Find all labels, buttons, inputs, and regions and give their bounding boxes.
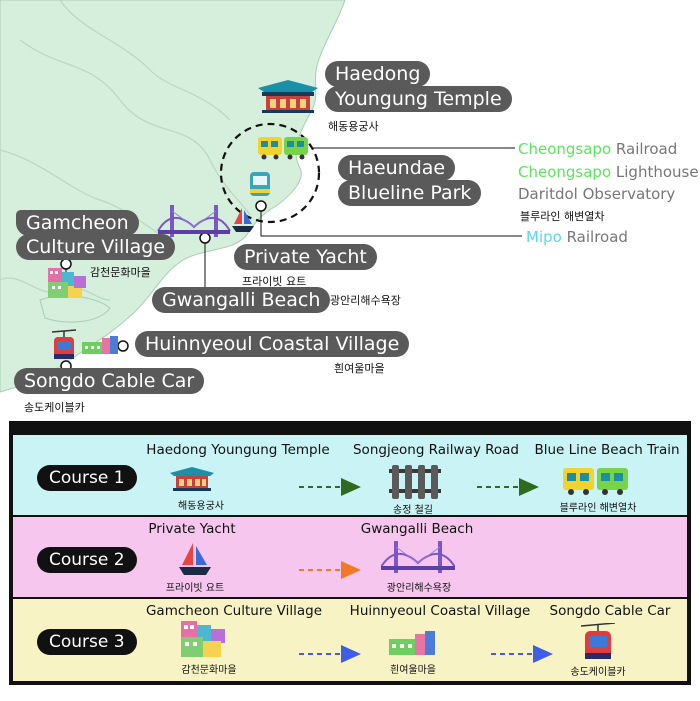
course-3-stop-2-title: Huinnyeoul Coastal Village <box>349 603 531 619</box>
haeundae-label-line1[interactable]: Haeundae <box>338 155 456 181</box>
course-3-arrow-1 <box>299 645 361 663</box>
gamcheon-label-line2[interactable]: Culture Village <box>16 234 176 260</box>
connector-line-mipo <box>260 207 522 237</box>
village-icon <box>181 621 225 657</box>
marker-dot[interactable] <box>117 340 129 352</box>
stop-name: Cheongsapo <box>518 140 612 158</box>
yacht-icon <box>232 208 254 232</box>
course-1-arrow-1 <box>299 478 361 496</box>
yacht-korean: 프라이빗 요트 <box>242 275 307 288</box>
river-line <box>19 39 251 216</box>
marker-dot[interactable] <box>255 200 267 212</box>
train-icon <box>258 137 308 160</box>
stop-type: Railroad <box>615 140 678 158</box>
course-1-row: Course 1 Haedong Youngung Temple 해동용궁사 S… <box>13 435 687 516</box>
course-1-badge[interactable]: Course 1 <box>37 465 137 491</box>
huinnyeoul-korean: 흰여울마을 <box>334 362 385 375</box>
course-2-stop-1-korean: 프라이빗 요트 <box>165 583 225 594</box>
yacht-icon <box>179 543 211 575</box>
haedong-korean: 해동용궁사 <box>328 120 379 133</box>
blueline-stop-3: Daritdol Observatory <box>518 185 675 203</box>
stop-type: Lighthouse <box>615 163 699 181</box>
gwangalli-label[interactable]: Gwangalli Beach <box>152 287 331 313</box>
marker-dot[interactable] <box>60 258 72 270</box>
course-1-stop-1-title: Haedong Youngung Temple <box>146 442 330 458</box>
course-2-arrow-1 <box>299 561 361 579</box>
gamcheon-korean: 감천문화마을 <box>90 266 151 279</box>
cable-car-icon <box>51 329 77 359</box>
coastal-house-icon <box>82 336 118 354</box>
temple-icon <box>258 80 318 113</box>
busan-map <box>0 0 522 393</box>
course-2-stop-1-title: Private Yacht <box>148 521 236 537</box>
mipo-stop: Mipo Railroad <box>526 228 628 246</box>
blueline-stop-1: Cheongsapo Railroad <box>518 140 677 158</box>
course-1-stop-2-korean: 송정 철길 <box>393 505 433 516</box>
village-icon <box>48 268 86 298</box>
course-1-stop-3-korean: 블루라인 해변열차 <box>559 503 637 514</box>
course-3-stop-1-title: Gamcheon Culture Village <box>145 603 323 619</box>
gwangalli-korean: 광안리해수욕장 <box>330 294 401 307</box>
sky-capsule-icon <box>250 172 270 196</box>
course-1-stop-2-title: Songjeong Railway Road <box>352 442 520 458</box>
songdo-korean: 송도케이블카 <box>24 401 85 414</box>
train-icon <box>563 468 628 495</box>
gamcheon-label-line1[interactable]: Gamcheon <box>16 210 139 236</box>
temple-icon <box>170 467 214 491</box>
cable-car-icon <box>581 623 615 659</box>
railway-icon <box>389 465 441 499</box>
haedong-label-line2[interactable]: Youngung Temple <box>325 86 512 112</box>
songdo-label[interactable]: Songdo Cable Car <box>14 368 205 394</box>
course-3-arrow-2 <box>491 645 553 663</box>
course-1-arrow-2 <box>477 478 539 496</box>
huinnyeoul-label[interactable]: Huinnyeoul Coastal Village <box>135 331 410 357</box>
haedong-label-line1[interactable]: Haedong <box>325 61 431 87</box>
course-1-stop-3-title: Blue Line Beach Train <box>534 442 680 458</box>
coastal-house-icon <box>389 631 435 655</box>
course-2-badge[interactable]: Course 2 <box>37 547 137 573</box>
marker-dot[interactable] <box>199 232 211 244</box>
haeundae-label-line2[interactable]: Blueline Park <box>338 180 482 206</box>
river-line-2 <box>59 0 231 121</box>
course-2-stop-2-title: Gwangalli Beach <box>360 521 474 537</box>
stop-name: Mipo <box>526 228 562 246</box>
course-1-stop-1-korean: 해동용궁사 <box>178 501 224 512</box>
blueline-stop-2: Cheongsapo Lighthouse <box>518 163 699 181</box>
course-3-row: Course 3 Gamcheon Culture Village 감천문화마을… <box>13 599 687 681</box>
stop-type: Daritdol Observatory <box>518 185 676 203</box>
course-3-stop-2-korean: 흰여울마을 <box>390 665 436 676</box>
bridge-icon <box>381 541 455 573</box>
course-3-stop-3-korean: 송도케이블카 <box>570 667 626 678</box>
blueline-area-circle <box>219 122 321 224</box>
course-2-row: Course 2 Private Yacht 프라이빗 요트 Gwangalli… <box>13 517 687 597</box>
haeundae-korean: 블루라인 해변열차 <box>520 210 605 223</box>
course-2-stop-2-korean: 광안리해수욕장 <box>386 583 452 594</box>
bridge-icon <box>157 205 231 237</box>
course-3-stop-1-korean: 감천문화마을 <box>181 665 237 676</box>
yacht-label[interactable]: Private Yacht <box>234 244 377 270</box>
course-3-badge[interactable]: Course 3 <box>37 629 137 655</box>
stop-name: Cheongsapo <box>518 163 612 181</box>
course-3-stop-3-title: Songdo Cable Car <box>549 603 671 619</box>
course-panel: Course 1 Haedong Youngung Temple 해동용궁사 S… <box>9 421 691 685</box>
stop-type: Railroad <box>566 228 628 246</box>
river-line-3 <box>0 149 171 241</box>
